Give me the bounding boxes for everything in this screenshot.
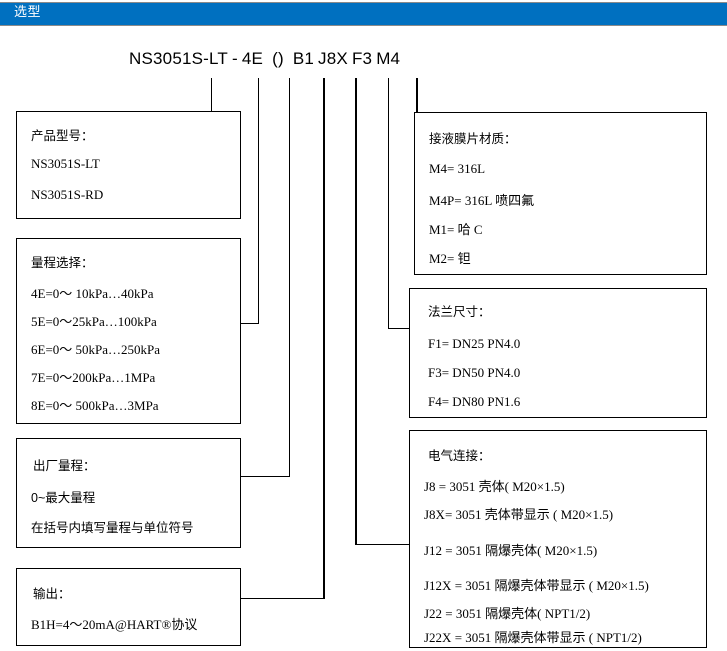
box-flange-size-title: 法兰尺寸： xyxy=(428,305,491,319)
leader-flange-code-horizontal xyxy=(388,328,410,329)
box-electrical-connection-title: 电气连接： xyxy=(428,449,491,463)
model-segment-range-code: 4E xyxy=(241,49,264,68)
box-output: 输出： B1H=4～20mA@HART®协议 xyxy=(16,568,241,646)
leader-range-code-vertical xyxy=(258,78,259,323)
model-segment-output-code: B1 xyxy=(292,49,315,68)
box-range-selection-line-0: 4E=0～ 10kPa…40kPa xyxy=(31,286,154,301)
box-electrical-connection-line-3: J12X = 3051 隔爆壳体带显示 ( M20×1.5) xyxy=(424,578,649,593)
box-diaphragm-material-line-0: M4= 316L xyxy=(429,161,486,176)
box-diaphragm-material-line-2: M1= 哈 C xyxy=(429,222,483,237)
box-range-selection-line-1: 5E=0～25kPa…100kPa xyxy=(31,314,157,329)
box-electrical-connection-line-0: J8 = 3051 壳体( M20×1.5) xyxy=(424,479,565,494)
box-output-line-0: B1H=4～20mA@HART®协议 xyxy=(31,614,197,633)
box-output-title: 输出： xyxy=(33,587,71,601)
box-output-line-0-text: B1H=4～20mA@HART®协议 xyxy=(31,617,198,632)
model-segment-dash: - xyxy=(232,49,238,68)
box-diaphragm-material: 接液膜片材质： M4= 316L M4P= 316L 喷四氟 M1= 哈 C M… xyxy=(414,112,707,275)
box-range-selection-title: 量程选择： xyxy=(31,256,94,270)
model-segment-factory-range: () xyxy=(272,49,284,68)
box-factory-range-line-1: 在括号内填写量程与单位符号 xyxy=(31,521,194,535)
leader-electrical-code-vertical xyxy=(355,78,357,544)
leader-electrical-code-horizontal xyxy=(355,544,410,545)
leader-output-code-horizontal xyxy=(241,598,325,599)
model-segment-flange-code: F3 xyxy=(351,49,373,68)
model-segment-material-code: M4 xyxy=(376,49,401,68)
leader-factory-range-horizontal xyxy=(241,476,290,477)
leader-output-code-vertical xyxy=(323,78,325,598)
box-factory-range: 出厂量程： 0~最大量程 在括号内填写量程与单位符号 xyxy=(16,438,241,548)
box-product-model-line-0: NS3051S-LT xyxy=(31,156,100,171)
box-range-selection-line-3: 7E=0～200kPa…1MPa xyxy=(31,370,156,385)
leader-material-code-vertical xyxy=(416,78,418,112)
leader-flange-code-vertical xyxy=(388,78,389,328)
box-electrical-connection-line-2: J12 = 3051 隔爆壳体( M20×1.5) xyxy=(424,543,598,558)
box-flange-size-line-1: F3= DN50 PN4.0 xyxy=(428,365,521,380)
box-electrical-connection-line-1: J8X= 3051 壳体带显示 ( M20×1.5) xyxy=(424,507,614,522)
box-diaphragm-material-line-3: M2= 钽 xyxy=(429,251,471,266)
page-title: 选型 xyxy=(14,4,42,19)
box-flange-size-line-2: F4= DN80 PN1.6 xyxy=(428,394,521,409)
box-electrical-connection: 电气连接： J8 = 3051 壳体( M20×1.5) J8X= 3051 壳… xyxy=(409,430,707,648)
box-flange-size: 法兰尺寸： F1= DN25 PN4.0 F3= DN50 PN4.0 F4= … xyxy=(409,288,707,418)
box-range-selection: 量程选择： 4E=0～ 10kPa…40kPa 5E=0～25kPa…100kP… xyxy=(16,238,241,424)
box-product-model: 产品型号： NS3051S-LT NS3051S-RD xyxy=(16,111,241,219)
header-bar xyxy=(0,2,727,26)
box-diaphragm-material-line-1: M4P= 316L 喷四氟 xyxy=(429,193,535,208)
leader-product-series-vertical xyxy=(211,78,212,111)
box-electrical-connection-line-4: J22 = 3051 隔爆壳体( NPT1/2) xyxy=(424,606,591,621)
box-range-selection-line-2: 6E=0～ 50kPa…250kPa xyxy=(31,342,161,357)
box-range-selection-line-4: 8E=0～ 500kPa…3MPa xyxy=(31,398,159,413)
model-segment-product-series: NS3051S-LT xyxy=(129,49,229,68)
box-factory-range-line-0: 0~最大量程 xyxy=(31,491,96,505)
leader-range-code-horizontal xyxy=(241,323,259,324)
box-product-model-line-1: NS3051S-RD xyxy=(31,187,104,202)
box-factory-range-title: 出厂量程： xyxy=(33,459,96,473)
box-flange-size-line-0: F1= DN25 PN4.0 xyxy=(428,336,521,351)
leader-factory-range-vertical xyxy=(289,78,290,476)
model-segment-electrical-code: J8X xyxy=(318,49,348,68)
box-product-model-title: 产品型号： xyxy=(31,129,94,143)
box-diaphragm-material-title: 接液膜片材质： xyxy=(429,132,517,146)
box-electrical-connection-line-5: J22X = 3051 隔爆壳体带显示 ( NPT1/2) xyxy=(424,630,642,645)
